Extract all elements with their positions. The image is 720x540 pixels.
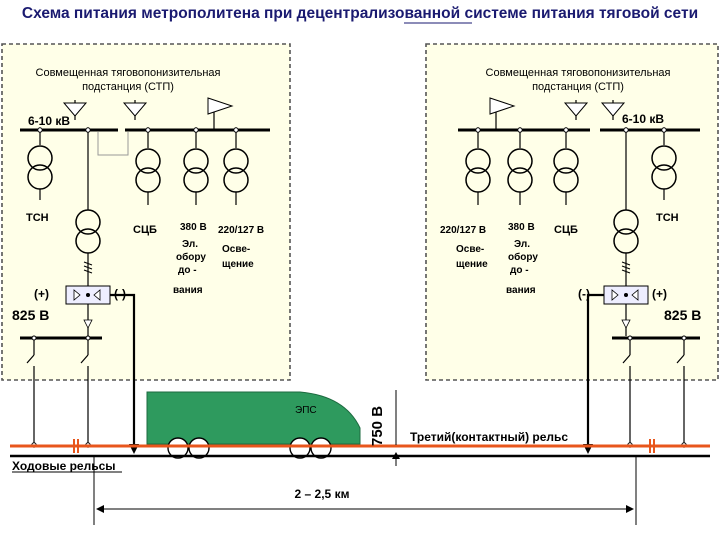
left-equip-3: до - bbox=[178, 265, 197, 276]
right-hv-input-icon bbox=[600, 102, 626, 117]
right-equip-3: до - bbox=[510, 265, 529, 276]
left-equip-4: вания bbox=[173, 285, 203, 296]
left-hv-voltage: 6-10 кВ bbox=[28, 114, 70, 128]
left-equip-1: Эл. bbox=[182, 239, 198, 250]
right-plus-label: (+) bbox=[652, 287, 667, 301]
right-feed-icon bbox=[563, 102, 589, 117]
right-hv-voltage: 6-10 кВ bbox=[622, 112, 664, 126]
train-body bbox=[146, 391, 361, 445]
right-breaker-2 bbox=[676, 354, 685, 364]
right-station: Совмещенная тяговопонизительная подстанц… bbox=[425, 43, 719, 454]
left-equip-2: обору bbox=[176, 251, 206, 263]
wheel-icon bbox=[310, 437, 332, 459]
right-station-name-2: подстанция (СТП) bbox=[532, 81, 624, 93]
right-outgoing-icon bbox=[489, 97, 516, 115]
train-label: ЭПС bbox=[295, 405, 317, 416]
left-outgoing-icon bbox=[207, 97, 234, 115]
left-station: Совмещенная тяговопонизительная подстанц… bbox=[1, 43, 291, 454]
voltage-750-label: 750 В bbox=[369, 406, 386, 446]
right-station-name-1: Совмещенная тяговопонизительная bbox=[486, 67, 671, 79]
right-equip-1: Эл. bbox=[514, 239, 530, 250]
wheel-icon bbox=[188, 437, 210, 459]
third-rail-label: Третий(контактный) рельс bbox=[410, 430, 568, 444]
left-station-name-1: Совмещенная тяговопонизительная bbox=[36, 67, 221, 79]
track: ЭПС Ходовые рельсы Третий(контактный) ре… bbox=[10, 390, 710, 525]
wheel-icon bbox=[289, 437, 311, 459]
left-breaker-2 bbox=[80, 354, 89, 364]
right-light-1: Осве- bbox=[456, 244, 484, 255]
left-380-label: 380 В bbox=[180, 222, 207, 233]
right-negative-feeder bbox=[586, 293, 604, 444]
left-825-label: 825 В bbox=[12, 307, 49, 323]
left-station-name-2: подстанция (СТП) bbox=[82, 81, 174, 93]
left-plus-label: (+) bbox=[34, 287, 49, 301]
wheel-icon bbox=[167, 437, 189, 459]
left-light-2: щение bbox=[222, 259, 254, 270]
right-380-label: 380 В bbox=[508, 222, 535, 233]
right-tsn-label: ТСН bbox=[656, 212, 679, 224]
right-equip-2: обору bbox=[508, 251, 538, 263]
left-light-1: Осве- bbox=[222, 244, 250, 255]
right-220-label: 220/127 В bbox=[440, 225, 486, 236]
left-hv-input-icon bbox=[62, 102, 88, 117]
distance-label: 2 – 2,5 км bbox=[295, 487, 350, 501]
left-feed-icon bbox=[122, 102, 148, 117]
left-station-frame bbox=[1, 43, 291, 381]
right-825-label: 825 В bbox=[664, 307, 701, 323]
right-scb-label: СЦБ bbox=[554, 224, 578, 236]
right-equip-4: вания bbox=[506, 285, 536, 296]
left-tsn-label: ТСН bbox=[26, 212, 49, 224]
left-scb-label: СЦБ bbox=[133, 224, 157, 236]
running-rails-label: Ходовые рельсы bbox=[12, 459, 116, 473]
page-title: Схема питания метрополитена при децентра… bbox=[21, 5, 699, 22]
right-breaker-1 bbox=[622, 354, 631, 364]
right-light-2: щение bbox=[456, 259, 488, 270]
left-negative-feeder bbox=[110, 293, 136, 444]
right-station-frame bbox=[425, 43, 719, 381]
left-220-label: 220/127 В bbox=[218, 225, 264, 236]
left-breaker-1 bbox=[26, 354, 35, 364]
